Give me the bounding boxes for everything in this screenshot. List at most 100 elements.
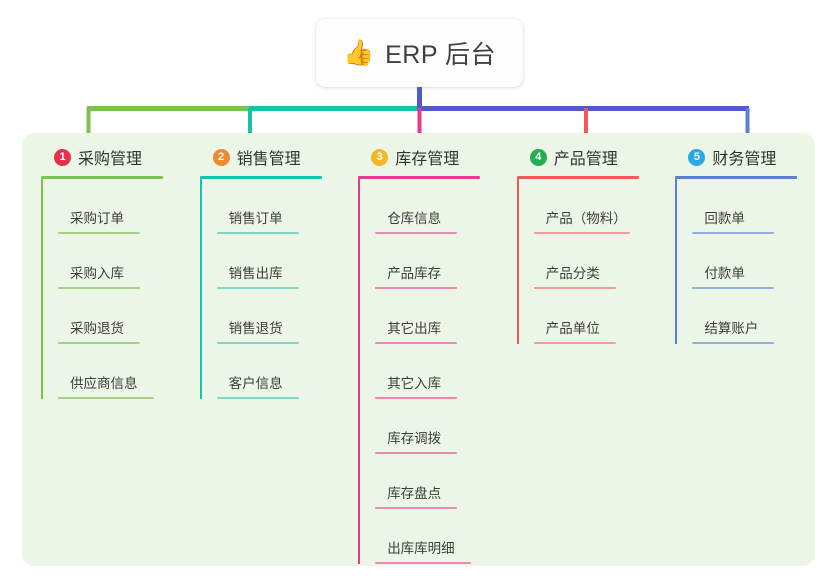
leaf-underline bbox=[216, 397, 299, 399]
leaf-underline bbox=[375, 452, 458, 454]
branch-column-5: 5 财务管理回款单付款单结算账户 bbox=[656, 133, 815, 566]
leaf-label: 销售退货 bbox=[228, 321, 283, 337]
branch-label-4: 产品管理 bbox=[553, 151, 618, 168]
branch-underline-2 bbox=[199, 176, 322, 179]
leaf-underline bbox=[375, 287, 458, 289]
branch-header-3[interactable]: 3 库存管理 bbox=[358, 143, 498, 171]
leaf-label: 产品单位 bbox=[545, 321, 600, 337]
leaf-label: 出库库明细 bbox=[387, 541, 455, 557]
leaf-underline bbox=[216, 232, 299, 234]
leaf-underline bbox=[375, 397, 458, 399]
branch-children-3: 仓库信息产品库存其它出库其它入库库存调拨库存盘点出库库明细 bbox=[358, 179, 498, 564]
leaf-underline bbox=[375, 232, 458, 234]
leaf-underline bbox=[58, 232, 140, 234]
leaf-node[interactable]: 采购退货 bbox=[58, 289, 181, 344]
leaf-node[interactable]: 结算账户 bbox=[692, 289, 815, 344]
root-title: ERP 后台 bbox=[385, 41, 497, 69]
branch-column-3: 3 库存管理仓库信息产品库存其它出库其它入库库存调拨库存盘点出库库明细 bbox=[339, 133, 498, 566]
branch-underline-4 bbox=[516, 176, 639, 179]
branch-badge-1: 1 bbox=[54, 148, 71, 166]
branch-header-5[interactable]: 5 财务管理 bbox=[675, 143, 815, 171]
leaf-node[interactable]: 回款单 bbox=[692, 179, 815, 234]
branch-column-2: 2 销售管理销售订单销售出库销售退货客户信息 bbox=[181, 133, 340, 566]
branch-column-4: 4 产品管理产品（物料） 产品分类产品单位 bbox=[498, 133, 657, 566]
leaf-underline bbox=[692, 232, 775, 234]
branch-badge-4: 4 bbox=[529, 148, 547, 166]
leaf-node[interactable]: 产品单位 bbox=[533, 289, 657, 344]
branch-columns: 1 采购管理采购订单采购入库采购退货供应商信息 2 销售管理销售订单销售出库销售退货客… bbox=[22, 133, 815, 566]
leaf-underline bbox=[692, 287, 775, 289]
branch-children-4: 产品（物料） 产品分类产品单位 bbox=[516, 179, 657, 344]
leaf-label: 采购退货 bbox=[70, 321, 124, 337]
leaf-node[interactable]: 销售订单 bbox=[216, 179, 340, 234]
leaf-label: 采购入库 bbox=[70, 266, 124, 282]
leaf-label: 回款单 bbox=[704, 211, 745, 227]
leaf-node[interactable]: 其它出库 bbox=[375, 289, 498, 344]
branch-label-2: 销售管理 bbox=[236, 151, 301, 168]
leaf-underline bbox=[375, 507, 458, 509]
leaf-node[interactable]: 客户信息 bbox=[216, 344, 340, 399]
leaf-underline bbox=[533, 342, 616, 344]
leaf-node[interactable]: 供应商信息 bbox=[58, 344, 181, 399]
branch-underline-5 bbox=[675, 176, 798, 179]
leaf-label: 销售订单 bbox=[228, 211, 283, 227]
leaf-underline bbox=[692, 342, 775, 344]
leaf-underline bbox=[216, 287, 299, 289]
leaf-underline bbox=[533, 232, 630, 234]
leaf-node[interactable]: 产品库存 bbox=[375, 234, 498, 289]
leaf-node[interactable]: 销售退货 bbox=[216, 289, 340, 344]
branch-header-1[interactable]: 1 采购管理 bbox=[41, 143, 181, 171]
leaf-label: 结算账户 bbox=[704, 321, 759, 337]
leaf-label: 库存盘点 bbox=[387, 486, 442, 502]
leaf-label: 产品库存 bbox=[387, 266, 442, 282]
leaf-label: 付款单 bbox=[704, 266, 745, 282]
leaf-node[interactable]: 库存盘点 bbox=[375, 454, 498, 509]
branch-header-2[interactable]: 2 销售管理 bbox=[200, 143, 340, 171]
leaf-label: 仓库信息 bbox=[387, 211, 442, 227]
leaf-node[interactable]: 其它入库 bbox=[375, 344, 498, 399]
diagram-panel bbox=[22, 133, 815, 566]
leaf-label: 其它入库 bbox=[387, 376, 442, 392]
leaf-node[interactable]: 产品（物料） bbox=[533, 179, 657, 234]
branch-spine-4 bbox=[516, 179, 519, 344]
thumbs-up-icon: 👍 bbox=[342, 38, 375, 67]
branch-badge-2: 2 bbox=[212, 148, 230, 166]
leaf-node[interactable]: 库存调拨 bbox=[375, 399, 498, 454]
leaf-underline bbox=[58, 287, 140, 289]
branch-label-5: 财务管理 bbox=[712, 151, 777, 168]
leaf-node[interactable]: 仓库信息 bbox=[375, 179, 498, 234]
leaf-node[interactable]: 销售出库 bbox=[216, 234, 340, 289]
leaf-label: 库存调拨 bbox=[387, 431, 442, 447]
leaf-underline bbox=[375, 562, 472, 564]
leaf-label: 客户信息 bbox=[228, 376, 283, 392]
branch-badge-3: 3 bbox=[371, 148, 389, 166]
branch-label-1: 采购管理 bbox=[78, 151, 143, 168]
branch-children-5: 回款单付款单结算账户 bbox=[675, 179, 815, 344]
branch-header-4[interactable]: 4 产品管理 bbox=[517, 143, 657, 171]
leaf-node[interactable]: 采购订单 bbox=[58, 179, 181, 234]
branch-underline-1 bbox=[41, 176, 163, 179]
branch-badge-5: 5 bbox=[688, 148, 706, 166]
branch-spine-3 bbox=[358, 179, 361, 564]
leaf-label: 销售出库 bbox=[228, 266, 283, 282]
leaf-node[interactable]: 付款单 bbox=[692, 234, 815, 289]
branch-spine-2 bbox=[199, 179, 202, 399]
branch-label-3: 库存管理 bbox=[395, 151, 460, 168]
branch-children-2: 销售订单销售出库销售退货客户信息 bbox=[199, 179, 340, 399]
leaf-underline bbox=[58, 397, 154, 399]
leaf-node[interactable]: 产品分类 bbox=[533, 234, 657, 289]
branch-underline-3 bbox=[358, 176, 481, 179]
leaf-underline bbox=[533, 287, 616, 289]
leaf-underline bbox=[375, 342, 458, 344]
leaf-label: 供应商信息 bbox=[70, 376, 138, 392]
leaf-underline bbox=[58, 342, 140, 344]
leaf-label: 产品（物料） bbox=[545, 211, 627, 227]
leaf-node[interactable]: 出库库明细 bbox=[375, 509, 498, 564]
branch-spine-1 bbox=[41, 179, 43, 399]
leaf-label: 其它出库 bbox=[387, 321, 442, 337]
branch-spine-5 bbox=[675, 179, 678, 344]
root-node[interactable]: 👍 ERP 后台 bbox=[316, 19, 523, 87]
leaf-underline bbox=[216, 342, 299, 344]
leaf-node[interactable]: 采购入库 bbox=[58, 234, 181, 289]
